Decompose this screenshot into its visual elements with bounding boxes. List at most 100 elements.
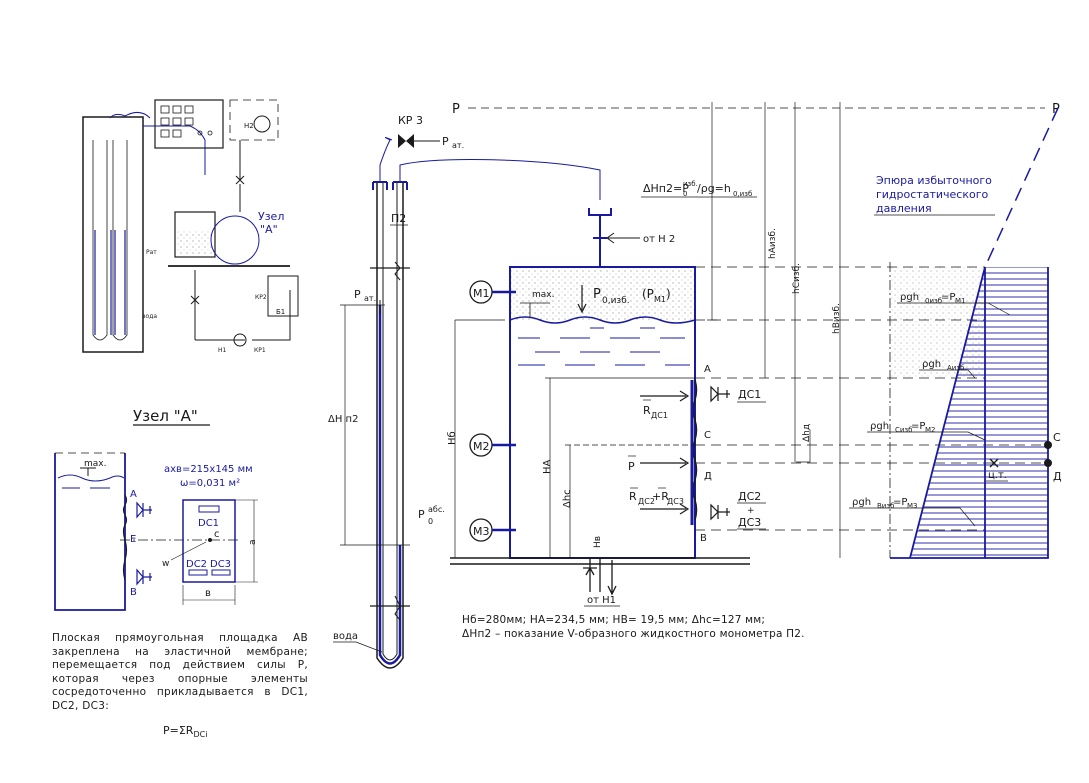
svg-text:R: R: [629, 490, 637, 503]
svg-text:0изб: 0изб: [925, 297, 942, 305]
svg-text:КР 3: КР 3: [398, 114, 423, 127]
svg-text:в: в: [205, 588, 211, 599]
svg-text:Эпюра избыточного: Эпюра избыточного: [876, 174, 992, 187]
svg-text:ДС2: ДС2: [738, 490, 761, 503]
svg-text:DC3: DC3: [210, 559, 231, 570]
svg-text:A: A: [130, 489, 137, 500]
svg-text:ρgh: ρgh: [900, 292, 919, 303]
svg-text:P: P: [593, 287, 601, 302]
heights-line-1: Нб=280мм; НА=234,5 мм; НВ= 19,5 мм; Δhc=…: [462, 614, 766, 626]
svg-text:а: а: [248, 539, 258, 545]
svg-text:M1: M1: [654, 295, 666, 304]
heights-data: Нб=280мм; НА=234,5 мм; НВ= 19,5 мм; Δhc=…: [462, 613, 805, 641]
svg-text:от Н1: от Н1: [587, 595, 616, 606]
svg-text:M3: M3: [473, 525, 490, 538]
svg-text:0: 0: [683, 190, 687, 198]
svg-text:ρgh: ρgh: [852, 497, 871, 508]
svg-text:ΔHп2=P: ΔHп2=P: [643, 182, 689, 195]
svg-text:M2: M2: [925, 426, 936, 434]
tank: от Н 2 от Н1 M1 M2 M3 max. P 0,изб. (P M…: [447, 208, 766, 607]
svg-text:ω=0,031 м²: ω=0,031 м²: [180, 478, 240, 489]
svg-text:ρgh: ρgh: [922, 359, 941, 370]
svg-text:P: P: [354, 288, 361, 301]
svg-text:Д: Д: [1053, 470, 1062, 483]
svg-text:Визб: Визб: [877, 502, 894, 510]
svg-text:max.: max.: [532, 290, 554, 300]
svg-text:вода: вода: [142, 313, 157, 320]
svg-text:ΔH п2: ΔH п2: [328, 414, 358, 425]
svg-text:R: R: [643, 404, 651, 417]
svg-text:P: P: [442, 135, 449, 148]
svg-text:ДС3: ДС3: [667, 497, 684, 506]
svg-text:ц.т.: ц.т.: [988, 470, 1007, 481]
svg-text:+R: +R: [652, 490, 669, 503]
svg-text:Аизб: Аизб: [947, 364, 964, 372]
svg-text:ρgh: ρgh: [870, 421, 889, 432]
description-text: Плоская прямоугольная площадка АВ закреп…: [52, 632, 308, 712]
svg-text:ат.: ат.: [364, 294, 376, 303]
svg-text:от Н 2: от Н 2: [643, 234, 675, 245]
svg-text:/ρg=h: /ρg=h: [697, 182, 731, 195]
svg-text:Нб: Нб: [447, 431, 458, 445]
svg-text:ат.: ат.: [452, 141, 464, 150]
svg-text:Δhд: Δhд: [802, 424, 812, 442]
svg-text:"А": "А": [260, 223, 278, 236]
svg-text:Δhc: Δhc: [562, 489, 573, 508]
svg-text:КР2: КР2: [255, 294, 267, 301]
svg-text:E: E: [130, 534, 136, 545]
manometer-label: П2: [391, 212, 406, 225]
node-title: Узел "А": [133, 407, 198, 425]
manometer-p2: КР 3 P ат. П2 P ат. ΔH п2 P абс. 0 вода: [328, 114, 601, 669]
svg-text:P: P: [418, 508, 425, 521]
svg-text:M2: M2: [473, 440, 490, 453]
svg-text:=P: =P: [941, 292, 955, 303]
svg-text:0,изб.: 0,изб.: [602, 296, 630, 306]
svg-text:Н2: Н2: [244, 122, 254, 130]
overview-schematic: Н2 Узел "А" Б1 Н1 КР1 КР2 Pат вода: [82, 99, 299, 354]
svg-text:hАизб.: hАизб.: [768, 228, 778, 259]
svg-text:КР1: КР1: [254, 347, 266, 354]
svg-text:Н1: Н1: [218, 347, 227, 354]
svg-text:=P: =P: [911, 421, 925, 432]
svg-text:M1: M1: [955, 297, 966, 305]
svg-text:ДС1: ДС1: [738, 388, 761, 401]
svg-text:w: w: [162, 559, 169, 569]
svg-text:): ): [666, 287, 671, 301]
svg-text:изб.: изб.: [683, 180, 698, 188]
svg-text:C: C: [704, 430, 711, 441]
pressure-epure: Эпюра избыточного гидростатического давл…: [849, 107, 1062, 559]
svg-text:+: +: [747, 506, 755, 516]
svg-text:Д: Д: [704, 471, 712, 482]
svg-text:НА: НА: [542, 459, 553, 474]
svg-text:max.: max.: [84, 459, 106, 469]
svg-text:абс.: абс.: [428, 505, 445, 514]
svg-text:Нв: Нв: [593, 536, 603, 548]
svg-text:B: B: [700, 533, 707, 544]
force-formula: P=ΣRDCi: [163, 724, 208, 740]
svg-text:(P: (P: [642, 287, 654, 301]
svg-text:ДС2: ДС2: [638, 497, 655, 506]
svg-text:M1: M1: [473, 287, 490, 300]
svg-text:=P: =P: [893, 497, 907, 508]
svg-text:Б1: Б1: [276, 308, 285, 316]
svg-text:P: P: [452, 102, 460, 117]
svg-text:гидростатического: гидростатического: [876, 188, 988, 201]
node-a-diagram: Узел "А" max. A E B DC1 DC2 DC3 c w ахв=…: [54, 407, 258, 611]
svg-text:0: 0: [428, 517, 433, 526]
svg-text:B: B: [130, 587, 137, 598]
svg-text:C: C: [1053, 431, 1061, 444]
svg-text:M3: M3: [907, 502, 918, 510]
svg-text:Pат: Pат: [146, 249, 157, 256]
svg-text:Cизб: Cизб: [895, 426, 912, 434]
svg-text:DC1: DC1: [198, 518, 219, 529]
svg-text:c: c: [214, 529, 220, 540]
svg-text:A: A: [704, 364, 711, 375]
overview-node-label: Узел: [258, 210, 284, 223]
svg-text:вода: вода: [333, 631, 358, 642]
svg-text:hВизб.: hВизб.: [832, 303, 842, 334]
svg-text:DC2: DC2: [186, 559, 207, 570]
svg-text:ДС1: ДС1: [651, 411, 668, 420]
svg-text:ДС3: ДС3: [738, 516, 761, 529]
heights-line-2: ΔНп2 – показание V-образного жидкостного…: [462, 628, 805, 640]
